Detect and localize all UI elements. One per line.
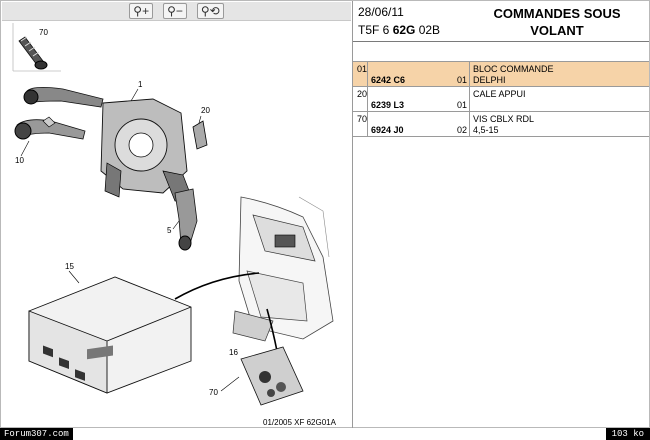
parts-list-end [353,136,649,137]
part-number[interactable]: 6239 L3 [371,100,405,110]
page-title: COMMANDES SOUS VOLANT [477,5,637,39]
part-position: 70 [357,114,368,124]
ref-group: 62G [392,23,416,37]
switch-block: 1 [100,80,194,202]
header-date: 28/06/11 [358,5,404,19]
light-stalk [23,87,104,108]
status-site: Forum307.com [0,428,73,440]
callout-5: 5 [167,226,172,235]
callout-70-top: 70 [39,28,48,37]
parts-list: 01 6242 C6 01 BLOC COMMANDE DELPHI 20 62… [353,61,649,137]
exploded-parts-diagram[interactable]: 70 10 1 [3,21,349,417]
part-quantity: 01 [457,75,468,85]
part-number[interactable]: 6924 J0 [371,125,404,135]
part-position: 01 [357,64,368,74]
screw-inset: 70 [12,23,61,72]
part-description-2: 4,5-15 [473,125,499,135]
part-position: 20 [357,89,368,99]
part-row-70[interactable]: 70 6924 J0 02 VIS CBLX RDL 4,5-15 [353,111,649,136]
ref-prefix: T5F 6 [358,23,393,37]
part-number[interactable]: 6242 C6 [371,75,406,85]
part-description: VIS CBLX RDL [473,114,535,124]
zoom-fit-icon[interactable]: ⚲⟲ [196,3,224,19]
callout-1: 1 [138,80,143,89]
part-row-01[interactable]: 01 6242 C6 01 BLOC COMMANDE DELPHI [353,61,649,86]
callout-16: 16 [229,348,238,357]
part-description: BLOC COMMANDE [473,64,554,74]
drawing-code: 01/2005 XF 62G01A [263,418,336,427]
radio-unit: 15 [28,262,192,394]
part-quantity: 01 [457,100,468,110]
connector-line [174,272,260,300]
callout-20: 20 [201,106,210,115]
title-line-1: COMMANDES SOUS [493,6,621,21]
wedge-part: 20 [192,106,210,150]
connector-line-2 [266,308,278,352]
diagram-panel: ⚲+ ⚲− ⚲⟲ 70 10 [1,1,353,429]
title-line-2: VOLANT [530,23,584,38]
zoom-out-icon[interactable]: ⚲− [163,3,187,19]
callout-15: 15 [65,262,74,271]
part-description: CALE APPUI [473,89,526,99]
status-size: 103 ko [605,428,650,440]
radio-stalk: 5 [167,188,198,251]
parts-panel: 28/06/11 T5F 6 62G 02B COMMANDES SOUS VO… [353,1,650,429]
ref-suffix: 02B [415,23,441,37]
part-quantity: 02 [457,125,468,135]
callout-70-bottom: 70 [209,388,218,397]
zoom-in-icon[interactable]: ⚲+ [129,3,154,19]
status-bar: Forum307.com 103 ko [0,428,650,440]
callout-10: 10 [15,156,24,165]
small-control: 16 70 [209,346,304,406]
dashboard-illustration [232,196,334,342]
zoom-toolbar: ⚲+ ⚲− ⚲⟲ [2,2,351,21]
part-row-20[interactable]: 20 6239 L3 01 CALE APPUI [353,86,649,111]
parts-header: 28/06/11 T5F 6 62G 02B COMMANDES SOUS VO… [353,1,649,42]
header-reference: T5F 6 62G 02B [358,23,440,37]
part-description-2: DELPHI [473,75,506,85]
wiper-stalk: 10 [14,116,86,165]
viewer-frame: ⚲+ ⚲− ⚲⟲ 70 10 [0,0,650,429]
